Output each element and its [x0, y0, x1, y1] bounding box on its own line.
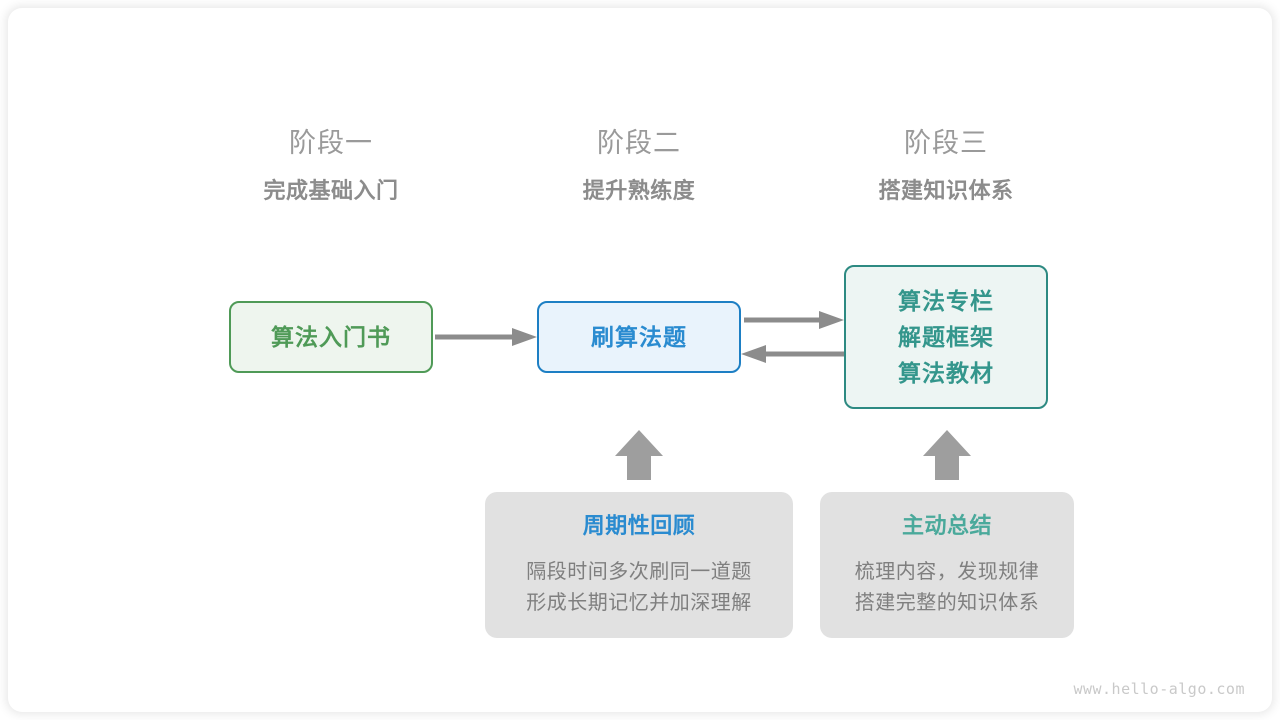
method-title: 主动总结 — [901, 513, 992, 538]
method-body-line: 搭建完整的知识体系 — [854, 592, 1040, 614]
node-line: 刷算法题 — [591, 324, 687, 350]
method-body-line: 梳理内容，发现规律 — [854, 561, 1040, 583]
method-body: 梳理内容，发现规律 搭建完整的知识体系 — [855, 557, 1040, 619]
node-line: 解题框架 — [898, 324, 994, 350]
stage-header-1: 阶段一 完成基础入门 — [211, 126, 451, 206]
stage-header-3: 阶段三 搭建知识体系 — [826, 126, 1066, 206]
node-knowledge-system[interactable]: 算法专栏 解题框架 算法教材 — [844, 265, 1048, 409]
node-line: 算法专栏 — [898, 288, 994, 314]
method-box-periodic-review[interactable]: 周期性回顾 隔段时间多次刷同一道题 形成长期记忆并加深理解 — [485, 492, 793, 638]
stage-title: 提升熟练度 — [582, 178, 696, 203]
node-line: 算法入门书 — [271, 324, 391, 350]
node-line: 算法教材 — [898, 360, 994, 386]
stage-header-2: 阶段二 提升熟练度 — [519, 126, 759, 206]
watermark: www.hello-algo.com — [1073, 680, 1245, 698]
stage-number: 阶段一 — [289, 128, 373, 158]
stage-number: 阶段三 — [904, 128, 988, 158]
method-body-line: 隔段时间多次刷同一道题 — [526, 561, 752, 583]
method-title: 周期性回顾 — [582, 513, 696, 538]
method-box-active-summary[interactable]: 主动总结 梳理内容，发现规律 搭建完整的知识体系 — [820, 492, 1074, 638]
method-body-line: 形成长期记忆并加深理解 — [526, 592, 752, 614]
node-practice-problems[interactable]: 刷算法题 — [537, 301, 741, 373]
stage-title: 搭建知识体系 — [878, 178, 1014, 203]
node-intro-book[interactable]: 算法入门书 — [229, 301, 433, 373]
stage-number: 阶段二 — [597, 128, 681, 158]
stage-title: 完成基础入门 — [263, 178, 399, 203]
method-body: 隔段时间多次刷同一道题 形成长期记忆并加深理解 — [526, 557, 752, 619]
